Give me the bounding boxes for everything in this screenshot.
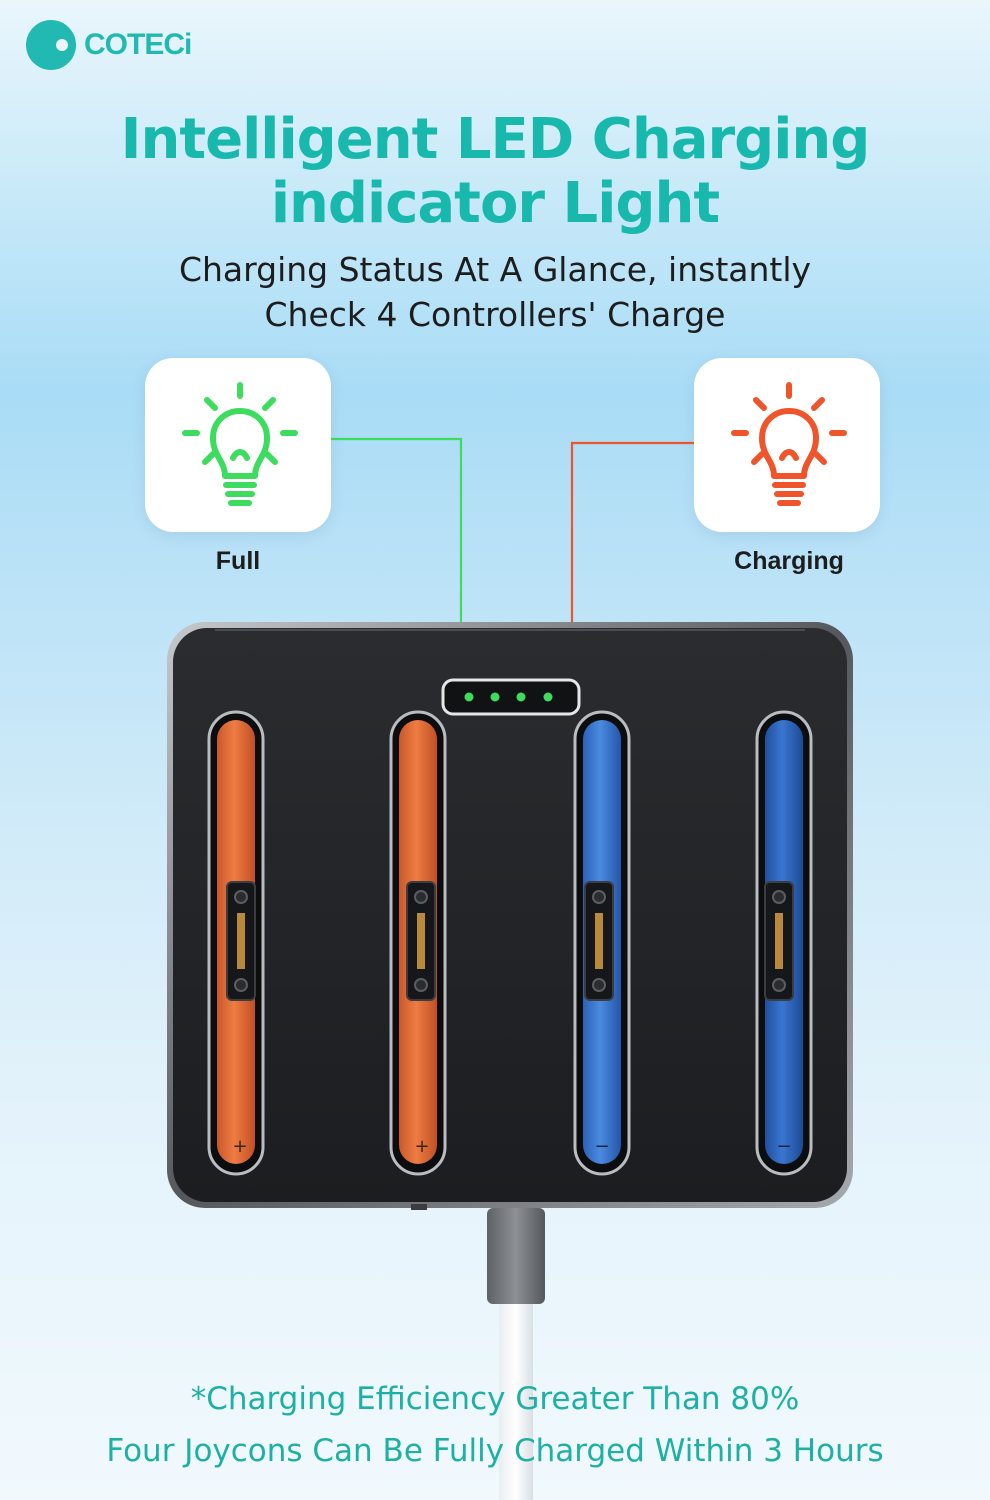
- controller-slot-2: +: [389, 710, 447, 1176]
- footer-line-1: *Charging Efficiency Greater Than 80%: [190, 1381, 800, 1417]
- cable-plug: [487, 1208, 545, 1304]
- full-connector-line: [331, 437, 463, 690]
- dock-body: [173, 628, 847, 1202]
- page-title: Intelligent LED Charging indicator Light: [0, 108, 990, 236]
- controller-slot-4: −: [755, 710, 813, 1176]
- brand-name: COTECi: [84, 28, 192, 61]
- slot-sign: −: [776, 1136, 791, 1157]
- led-1: [464, 692, 474, 702]
- slot-sign: −: [594, 1136, 609, 1157]
- title-line-2: indicator Light: [270, 171, 720, 236]
- controller-slot-1: +: [207, 710, 265, 1176]
- charging-label: Charging: [734, 547, 844, 575]
- slot-sign: +: [232, 1136, 247, 1157]
- charging-connector-line: [570, 441, 694, 690]
- slot-sign: +: [414, 1136, 429, 1157]
- charging-indicator-card: [694, 358, 880, 532]
- led-3: [516, 692, 526, 702]
- lightbulb-icon: [731, 382, 847, 506]
- charging-dock: + + − −: [167, 622, 853, 1210]
- led-panel: [441, 678, 581, 716]
- full-label: Full: [215, 547, 261, 575]
- led-4: [543, 692, 553, 702]
- footer-line-2: Four Joycons Can Be Fully Charged Within…: [106, 1433, 884, 1469]
- lightbulb-icon: [182, 382, 298, 506]
- full-indicator-card: [145, 358, 331, 532]
- subtitle-line-1: Charging Status At A Glance, instantly: [178, 250, 812, 289]
- brand-logo: COTECi: [26, 20, 216, 70]
- dock-port: [411, 1204, 427, 1210]
- footer-note: *Charging Efficiency Greater Than 80% Fo…: [0, 1373, 990, 1477]
- cable-cord: [499, 1295, 533, 1500]
- title-line-1: Intelligent LED Charging: [120, 107, 871, 172]
- subtitle-line-2: Check 4 Controllers' Charge: [264, 295, 726, 334]
- controller-slot-3: −: [573, 710, 631, 1176]
- led-bar: [441, 678, 581, 716]
- logo-mark-icon: [26, 20, 76, 70]
- led-2: [490, 692, 500, 702]
- page-subtitle: Charging Status At A Glance, instantly C…: [0, 247, 990, 337]
